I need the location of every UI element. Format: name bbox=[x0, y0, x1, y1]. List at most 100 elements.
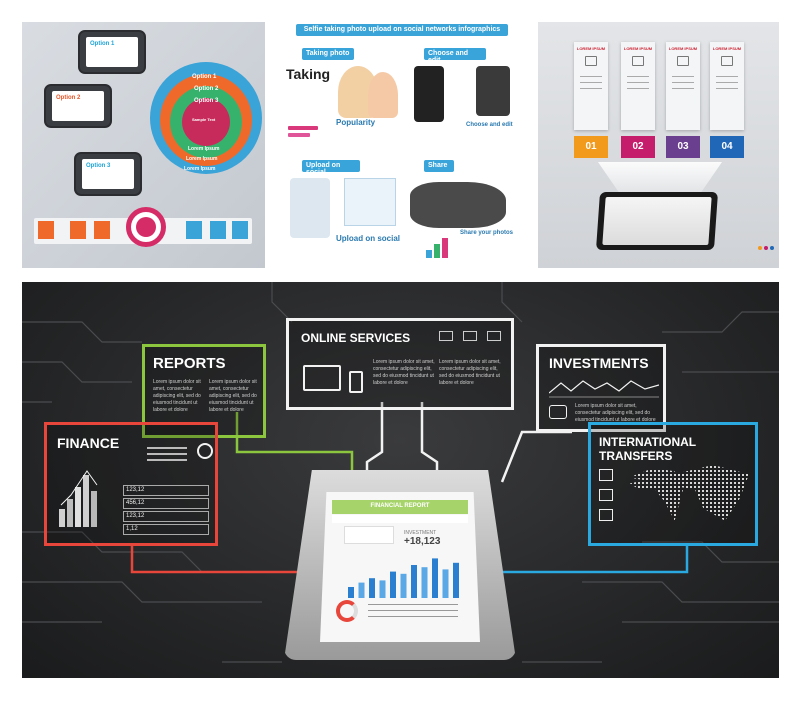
number-02: 02 bbox=[621, 136, 655, 158]
phone-bar bbox=[369, 578, 375, 598]
phone-bar bbox=[400, 573, 407, 598]
signal-icon bbox=[677, 56, 689, 66]
home-icon bbox=[136, 217, 156, 237]
chat-icon bbox=[70, 221, 86, 239]
online-text-2: Lorem ipsum dolor sit amet, consectetur … bbox=[439, 359, 501, 386]
center-title: Sample Text bbox=[192, 117, 216, 122]
section-share: Share bbox=[424, 160, 454, 172]
phone-bar-chart bbox=[348, 558, 459, 598]
video-icon-2 bbox=[599, 509, 613, 521]
option-2-label: Option 2 bbox=[56, 95, 81, 101]
share-bars bbox=[426, 238, 448, 258]
phone-bar bbox=[358, 582, 365, 598]
number-04: 04 bbox=[710, 136, 744, 158]
ring-footer-2: Lorem Ipsum bbox=[186, 156, 218, 162]
laptop-icon bbox=[303, 365, 341, 391]
ring-option-3: Option 3 bbox=[194, 98, 219, 104]
world-map bbox=[410, 182, 506, 228]
ring-footer-1: Lorem Ipsum bbox=[188, 146, 220, 152]
phone-table-lines bbox=[368, 604, 458, 624]
phone-bar bbox=[411, 565, 417, 598]
hand-phone bbox=[476, 66, 510, 116]
girl-avatar bbox=[368, 72, 398, 118]
people-icon bbox=[585, 56, 597, 66]
section-taking-photo: Taking photo bbox=[302, 48, 354, 60]
at-icon bbox=[38, 221, 54, 239]
international-transfers-title: INTERNATIONAL TRANSFERS bbox=[599, 435, 696, 463]
finance-value-3: 123,12 bbox=[126, 513, 145, 519]
dotted-world-map bbox=[629, 465, 749, 521]
option-circles-infographic: Option 1 Option 2 Option 3 Option 1 Opti… bbox=[22, 22, 265, 268]
finance-value-rows: 123,12 456,12 123,12 1,12 bbox=[123, 485, 209, 537]
share-heading: Share your photos bbox=[460, 230, 514, 236]
finance-value-2: 456,12 bbox=[126, 500, 145, 506]
taking-heading: Taking bbox=[286, 66, 331, 82]
option-3-label: Option 3 bbox=[86, 163, 111, 169]
finance-box: FINANCE 123,12 456,12 123,12 1,12 bbox=[44, 422, 218, 546]
investment-label: INVESTMENT bbox=[404, 530, 437, 536]
tablet-icon bbox=[463, 331, 477, 341]
popularity-heading: Popularity bbox=[336, 118, 376, 127]
option-1-label: Option 1 bbox=[90, 41, 115, 47]
title-bar bbox=[296, 24, 508, 36]
column-4-label: LOREM IPSUM bbox=[712, 46, 742, 51]
phone-bar bbox=[453, 562, 459, 598]
finance-3d-bars bbox=[59, 470, 98, 527]
numbered-banners-infographic: LOREM IPSUM LOREM IPSUM LOREM IPSUM LORE… bbox=[538, 22, 779, 268]
financial-report-subheader bbox=[332, 515, 468, 523]
column-1: LOREM IPSUM bbox=[574, 42, 608, 130]
reports-title: REPORTS bbox=[153, 355, 226, 372]
upload-phone bbox=[290, 178, 330, 238]
phone-option-2: Option 2 bbox=[44, 84, 112, 128]
phone-bar bbox=[379, 580, 386, 598]
online-text: Lorem ipsum dolor sit amet, consectetur … bbox=[373, 359, 435, 386]
phone-bar bbox=[390, 571, 396, 598]
column-2-label: LOREM IPSUM bbox=[623, 46, 653, 51]
up-arrow-card bbox=[344, 526, 394, 544]
selfie-infographic: Selfie taking photo upload on social net… bbox=[276, 22, 528, 268]
magnifier-icon bbox=[197, 443, 213, 459]
phone-bar bbox=[442, 569, 449, 598]
phone-bar bbox=[421, 567, 428, 598]
financial-dark-infographic: REPORTS Lorem ipsum dolor sit amet, cons… bbox=[22, 282, 779, 678]
section-upload: Upload on social bbox=[302, 160, 360, 176]
center-circle bbox=[182, 98, 230, 146]
cloud-icon bbox=[94, 221, 110, 239]
ring-option-1: Option 1 bbox=[192, 74, 217, 80]
home-circle bbox=[126, 207, 166, 247]
finance-text-lines bbox=[147, 447, 187, 471]
tablet-screen bbox=[602, 197, 712, 245]
section-choose-edit: Choose and edit bbox=[424, 48, 486, 64]
tablet-device bbox=[595, 192, 719, 250]
column-1-label: LOREM IPSUM bbox=[576, 46, 606, 51]
pie-icon bbox=[721, 56, 733, 66]
online-services-box: ONLINE SERVICES Lorem ipsum dolor sit am… bbox=[286, 318, 514, 410]
social-network-card bbox=[344, 178, 396, 226]
reports-text-2: Lorem ipsum dolor sit amet, consectetur … bbox=[209, 379, 257, 413]
document-icon bbox=[632, 56, 644, 66]
investments-text: Lorem ipsum dolor sit amet, consectetur … bbox=[575, 403, 656, 423]
online-services-title: ONLINE SERVICES bbox=[301, 331, 411, 345]
investment-value: +18,123 bbox=[404, 536, 441, 547]
number-03: 03 bbox=[666, 136, 700, 158]
column-4: LOREM IPSUM bbox=[710, 42, 744, 130]
percent-donut bbox=[336, 600, 358, 622]
investments-title: INVESTMENTS bbox=[549, 355, 649, 371]
phone-option-3: Option 3 bbox=[74, 152, 142, 196]
investments-line-chart bbox=[549, 380, 659, 398]
selfie-title: Selfie taking photo upload on social net… bbox=[303, 26, 501, 33]
monitor-icon-2 bbox=[599, 469, 613, 481]
finance-title: FINANCE bbox=[57, 435, 120, 451]
mobile-icon bbox=[349, 371, 363, 393]
hand-coin-icon bbox=[549, 405, 567, 419]
financial-phone: FINANCIAL REPORT INVESTMENT +18,123 bbox=[284, 470, 516, 660]
mail-icon bbox=[210, 221, 226, 239]
ring-footer-3: Lorem Ipsum bbox=[184, 166, 216, 172]
finance-value-1: 123,12 bbox=[126, 487, 145, 493]
column-3-label: LOREM IPSUM bbox=[668, 46, 698, 51]
phone-bar bbox=[348, 587, 354, 598]
phone-icon bbox=[232, 221, 248, 239]
monitor-icon bbox=[439, 331, 453, 341]
international-transfers-box: INTERNATIONAL TRANSFERS bbox=[588, 422, 758, 546]
pop-bar-1 bbox=[288, 126, 318, 130]
